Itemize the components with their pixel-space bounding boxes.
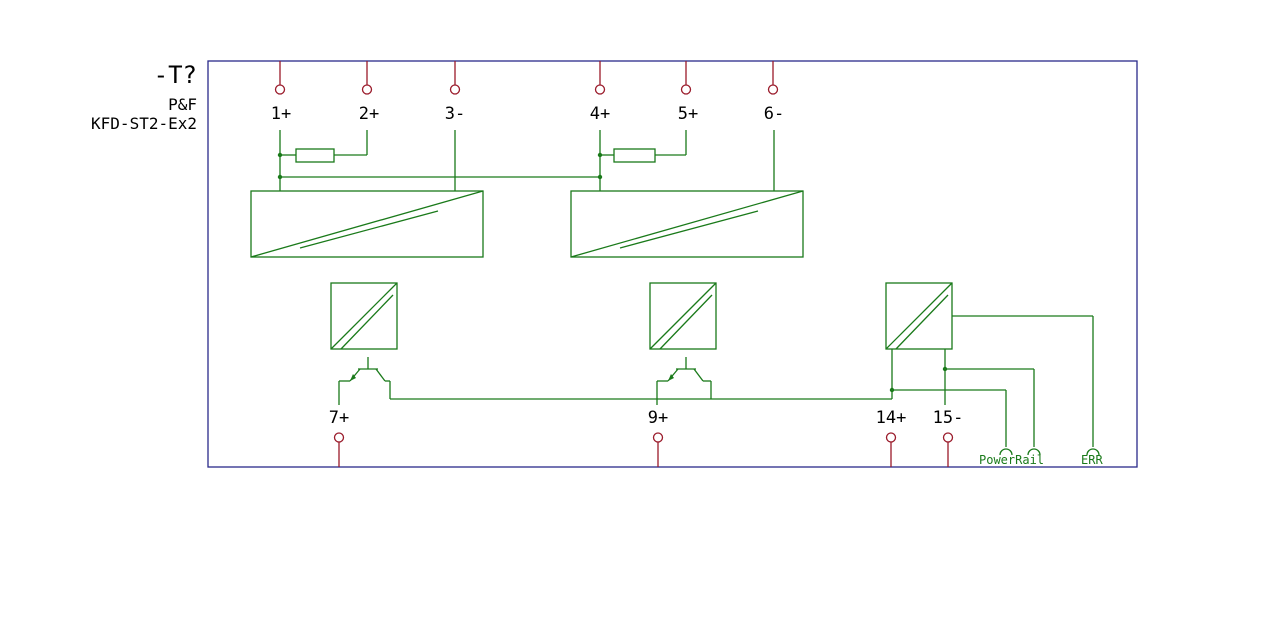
transistor-1[interactable] (338, 357, 391, 405)
component-part-number: KFD-ST2-Ex2 (91, 114, 197, 133)
pin-6-label: 6- (764, 104, 784, 124)
pin-5[interactable]: 5+ (678, 61, 698, 124)
output-bus-wiring (390, 315, 1094, 447)
pin-9-label: 9+ (648, 408, 668, 428)
resistor-2[interactable] (613, 148, 656, 163)
pin-2[interactable]: 2+ (359, 61, 379, 124)
transistor-2[interactable] (656, 357, 712, 405)
pin-3-label: 3- (445, 104, 465, 124)
pin-6[interactable]: 6- (764, 61, 784, 124)
channel-2-input-wiring (597, 130, 775, 191)
err-label: ERR (1081, 453, 1103, 467)
channel-1-input-wiring (277, 130, 456, 191)
pin-1-label: 1+ (271, 104, 291, 124)
pin-7[interactable]: 7+ (329, 408, 349, 467)
power-rail-connector-1[interactable] (999, 448, 1013, 456)
isolation-block-1[interactable] (250, 190, 484, 258)
pin-14[interactable]: 14+ (876, 408, 907, 467)
resistor-1[interactable] (295, 148, 335, 163)
pin-14-label: 14+ (876, 408, 907, 428)
component-reference: -T? (154, 61, 197, 89)
pin-4-label: 4+ (590, 104, 610, 124)
converter-block-2[interactable] (649, 282, 717, 350)
pin-7-label: 7+ (329, 408, 349, 428)
pin-15-label: 15- (933, 408, 964, 428)
pin-15[interactable]: 15- (933, 408, 964, 467)
pin-9[interactable]: 9+ (648, 408, 668, 467)
err-connector[interactable] (1086, 448, 1100, 456)
component-manufacturer: P&F (168, 95, 197, 114)
pin-1[interactable]: 1+ (271, 61, 291, 124)
converter-block-power[interactable] (885, 282, 953, 350)
pin-2-label: 2+ (359, 104, 379, 124)
power-rail-connector-2[interactable] (1027, 448, 1041, 456)
power-rail-label: PowerRail (979, 453, 1044, 467)
pin-3[interactable]: 3- (445, 61, 465, 124)
isolation-block-2[interactable] (570, 190, 804, 258)
converter-block-1[interactable] (330, 282, 398, 350)
pin-5-label: 5+ (678, 104, 698, 124)
pin-4[interactable]: 4+ (590, 61, 610, 124)
device-frame[interactable] (207, 60, 1138, 468)
